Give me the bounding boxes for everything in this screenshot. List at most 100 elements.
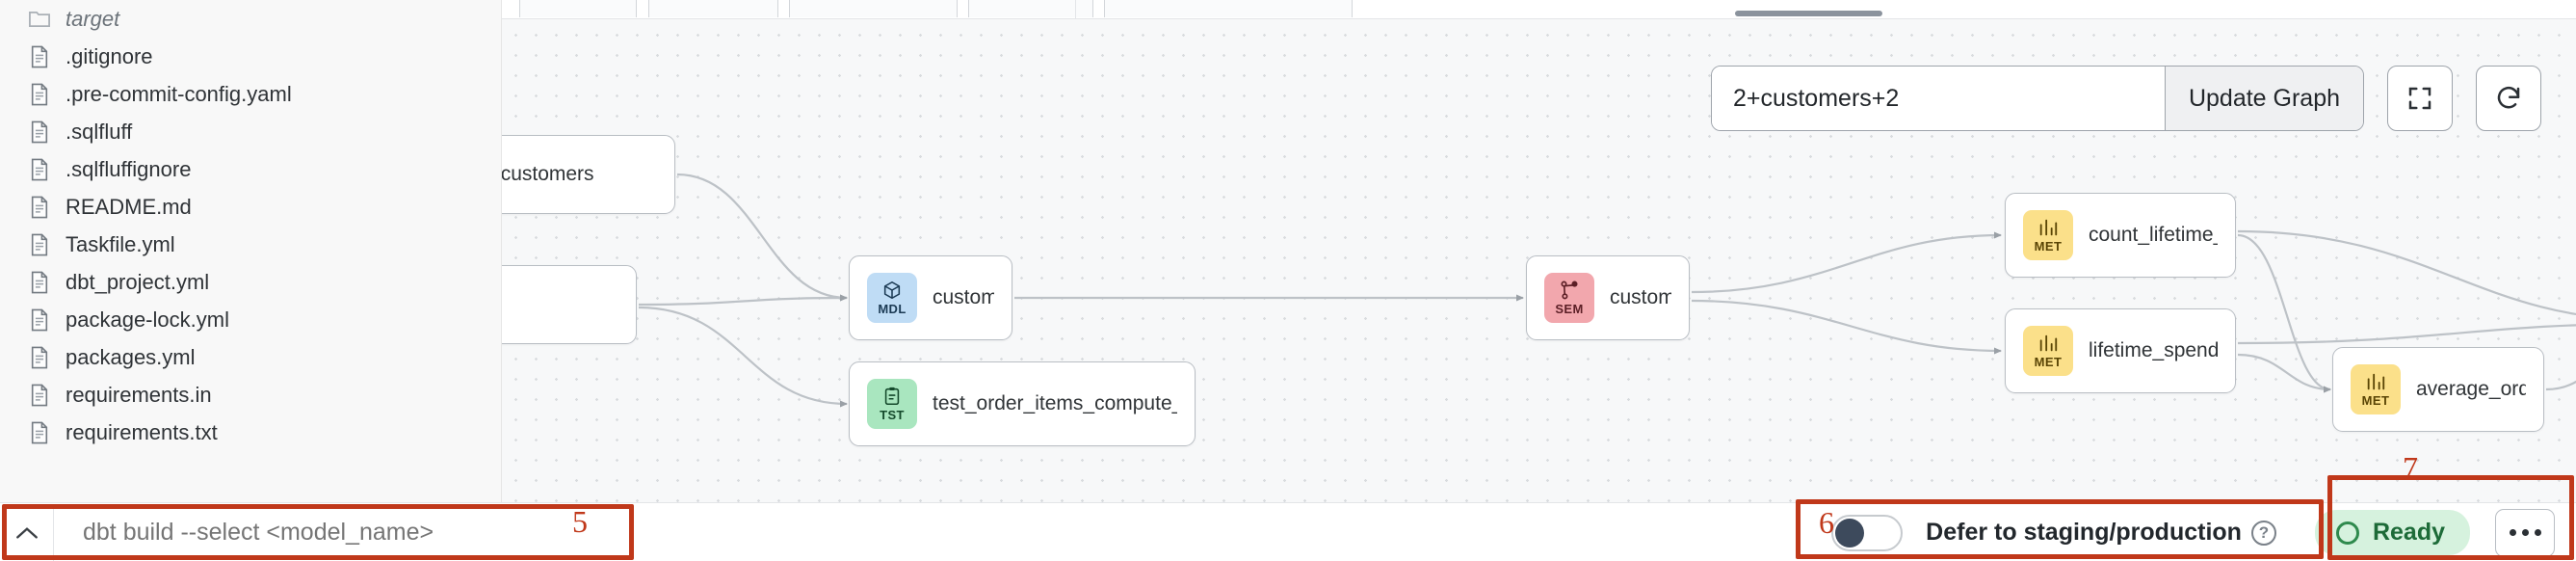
file-list-item[interactable]: .pre-commit-config.yaml xyxy=(0,75,501,113)
ellipsis-icon xyxy=(2521,529,2529,536)
file-list-item[interactable]: requirements.in xyxy=(0,376,501,414)
annotation-label-5: 5 xyxy=(572,504,588,539)
file-list-item[interactable]: packages.yml xyxy=(0,338,501,376)
file-icon xyxy=(31,45,48,67)
lineage-graph-canvas[interactable]: stg_customersorders MDL customersTST test_o… xyxy=(502,19,2576,502)
active-tab-indicator xyxy=(1735,11,1882,16)
status-badge[interactable]: Ready xyxy=(2314,510,2470,555)
defer-toggle[interactable] xyxy=(1831,514,1904,551)
graph-toolbar: Update Graph xyxy=(1710,66,2541,131)
file-icon xyxy=(31,384,48,406)
file-explorer-sidebar[interactable]: target.gitignore .pre-commit-config.yaml.… xyxy=(0,0,502,502)
annotation-box-5 xyxy=(2,504,634,560)
fullscreen-icon xyxy=(2408,87,2431,110)
graph-node[interactable]: MET count_lifetime_orders xyxy=(2005,193,2236,278)
file-icon xyxy=(31,271,48,293)
tab-group-separator xyxy=(1075,0,1076,19)
node-type-label: MDL xyxy=(878,302,907,316)
refresh-button[interactable] xyxy=(2476,66,2541,131)
file-list-item[interactable]: .sqlfluff xyxy=(0,113,501,150)
folder-icon xyxy=(29,11,50,27)
command-input[interactable] xyxy=(54,503,636,561)
node-type-label: MET xyxy=(2034,355,2063,369)
file-icon xyxy=(31,158,48,180)
command-area[interactable] xyxy=(0,503,636,561)
annotation-label-6: 6 xyxy=(1819,505,1834,540)
status-label: Ready xyxy=(2372,519,2445,546)
file-name: requirements.in xyxy=(66,382,212,407)
node-type-badge: TST xyxy=(867,379,917,429)
file-icon xyxy=(31,346,48,368)
file-name: dbt_project.yml xyxy=(66,269,210,294)
node-label: average_order_value xyxy=(2416,378,2526,400)
editor-tab[interactable] xyxy=(789,0,958,17)
help-circle-icon[interactable]: ? xyxy=(2250,520,2276,546)
file-name: requirements.txt xyxy=(66,419,218,444)
graph-node[interactable]: SEM customers xyxy=(1526,255,1690,340)
file-icon xyxy=(31,83,48,105)
file-name: Taskfile.yml xyxy=(66,231,175,256)
node-label: stg_customers xyxy=(502,163,594,185)
editor-tab[interactable] xyxy=(519,0,637,17)
node-label: customers xyxy=(1610,286,1671,308)
more-options-button[interactable] xyxy=(2495,508,2555,557)
file-list-item[interactable]: requirements.txt xyxy=(0,414,501,451)
graph-selector-combo[interactable]: Update Graph xyxy=(1710,66,2364,131)
status-right-group: Defer to staging/production ? Ready xyxy=(1831,503,2576,561)
editor-tab[interactable] xyxy=(648,0,778,17)
file-icon xyxy=(31,196,48,218)
file-name: README.md xyxy=(66,194,192,219)
file-list-item[interactable]: README.md xyxy=(0,188,501,226)
file-icon xyxy=(31,233,48,255)
annotation-box-7 xyxy=(2327,475,2574,560)
chevron-up-button[interactable] xyxy=(0,503,54,561)
node-type-label: SEM xyxy=(1555,302,1584,316)
file-icon xyxy=(31,421,48,443)
file-list-item[interactable]: target xyxy=(0,0,501,38)
file-icon xyxy=(31,308,48,331)
node-label: count_lifetime_orders xyxy=(2089,224,2218,246)
update-graph-button[interactable]: Update Graph xyxy=(2164,67,2363,130)
node-type-label: MET xyxy=(2361,393,2390,408)
file-name: package-lock.yml xyxy=(66,307,229,332)
semantic-icon xyxy=(1561,280,1578,300)
editor-tab[interactable] xyxy=(968,0,1093,17)
graph-node[interactable]: TST test_order_items_compute_to_bools... xyxy=(849,361,1196,446)
annotation-box-6 xyxy=(1796,499,2324,559)
file-list-item[interactable]: Taskfile.yml xyxy=(0,226,501,263)
editor-tab[interactable] xyxy=(1104,0,1353,17)
graph-edges xyxy=(638,173,2576,408)
file-list-item[interactable]: dbt_project.yml xyxy=(0,263,501,301)
model-icon xyxy=(883,280,901,300)
file-name: packages.yml xyxy=(66,344,196,369)
annotation-label-7: 7 xyxy=(2403,450,2418,485)
graph-node[interactable]: stg_customers xyxy=(502,135,675,214)
node-type-badge: MDL xyxy=(867,273,917,323)
node-label: test_order_items_compute_to_bools... xyxy=(933,392,1177,414)
file-icon xyxy=(31,120,48,143)
file-list-item[interactable]: .sqlfluffignore xyxy=(0,150,501,188)
graph-selector-input[interactable] xyxy=(1711,67,2165,130)
file-list-item[interactable]: package-lock.yml xyxy=(0,301,501,338)
file-name: .sqlfluff xyxy=(66,119,133,144)
graph-node[interactable]: MDL customers xyxy=(849,255,1012,340)
file-name: .sqlfluffignore xyxy=(66,156,192,181)
graph-node[interactable]: orders xyxy=(502,265,637,344)
status-bar: Defer to staging/production ? Ready xyxy=(0,475,2576,561)
node-type-badge: SEM xyxy=(1544,273,1594,323)
fullscreen-button[interactable] xyxy=(2387,66,2453,131)
graph-node[interactable]: MET lifetime_spend_pretax xyxy=(2005,308,2236,393)
editor-tab-strip[interactable] xyxy=(502,0,2576,19)
status-ring-icon xyxy=(2335,521,2359,545)
test-icon xyxy=(884,387,900,406)
node-label: lifetime_spend_pretax xyxy=(2089,339,2218,361)
file-list-item[interactable]: .gitignore xyxy=(0,38,501,75)
node-type-label: MET xyxy=(2034,239,2063,254)
file-name: .pre-commit-config.yaml xyxy=(66,81,292,106)
node-type-badge: MET xyxy=(2351,364,2401,414)
node-label: customers xyxy=(933,286,994,308)
graph-node[interactable]: MET average_order_value xyxy=(2332,347,2544,432)
node-type-label: TST xyxy=(880,408,905,422)
refresh-icon xyxy=(2497,86,2520,109)
